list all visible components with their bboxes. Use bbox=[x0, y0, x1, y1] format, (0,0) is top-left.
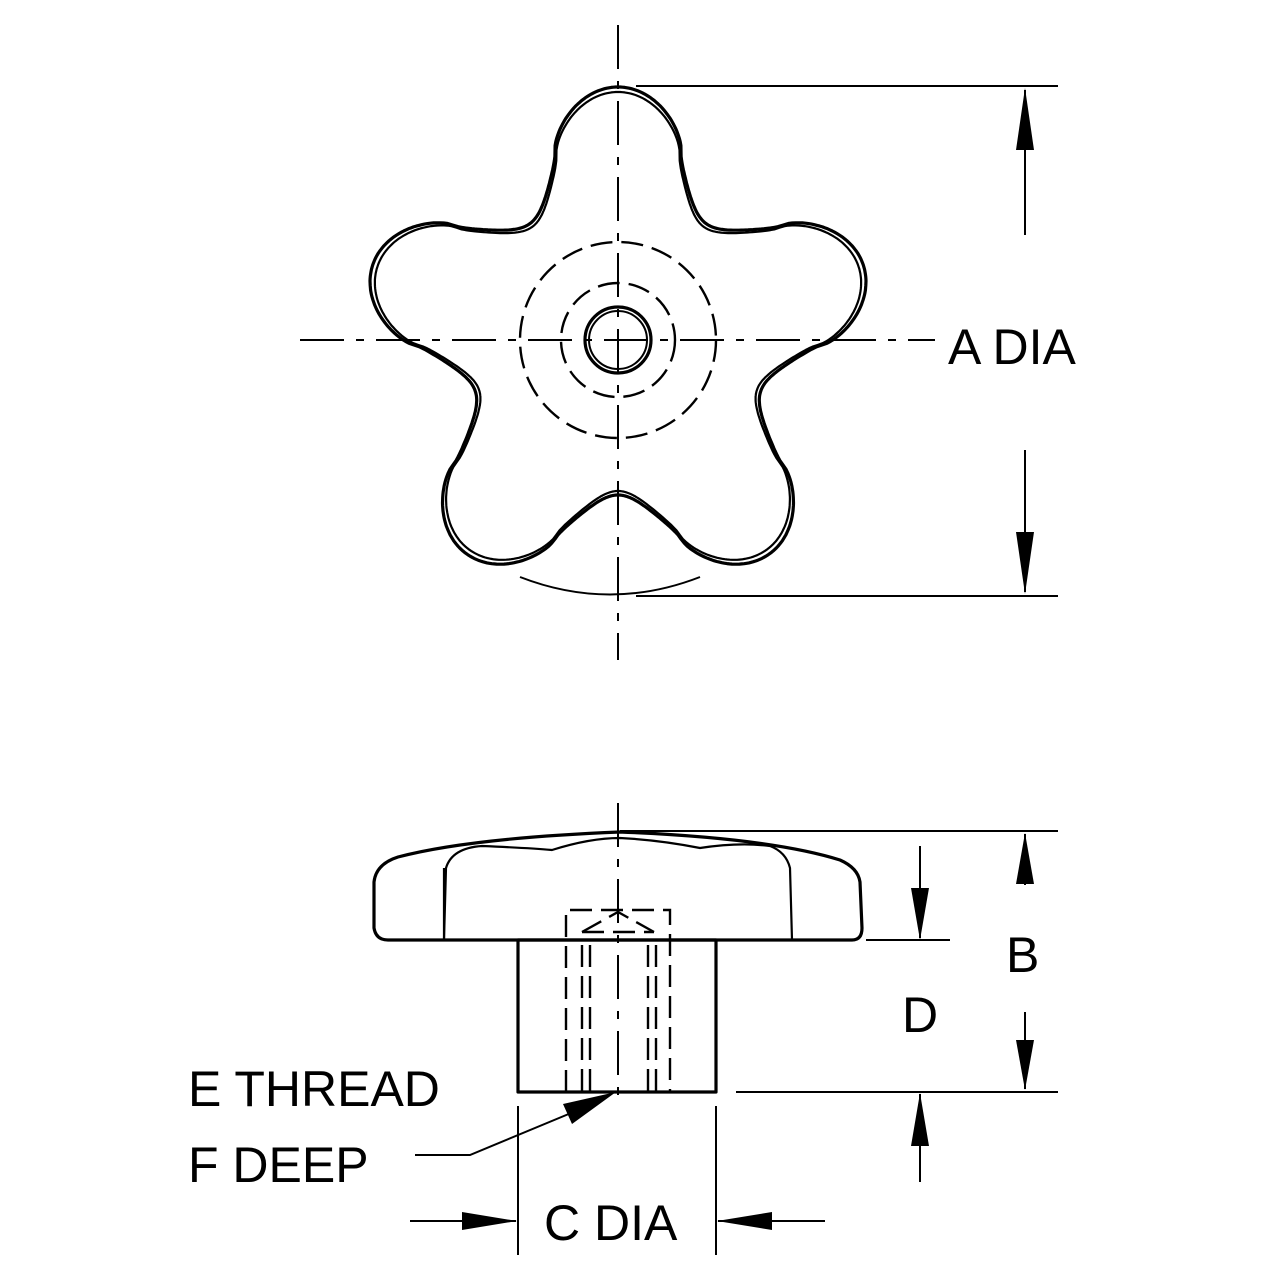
e-thread-label: E THREAD bbox=[188, 1061, 440, 1117]
a-dia-arrow-up bbox=[1016, 88, 1034, 150]
a-dia-arrow-down bbox=[1016, 532, 1034, 594]
c-dia-arrow-right bbox=[462, 1212, 517, 1230]
thread-hole-inner bbox=[588, 310, 648, 370]
d-arrow-down bbox=[911, 888, 929, 940]
knob-head-outline bbox=[372, 830, 864, 942]
hidden-hub-circle bbox=[518, 240, 718, 440]
thread-hole-outer bbox=[583, 305, 653, 375]
hidden-bore-circle bbox=[559, 281, 677, 399]
shank-outline bbox=[516, 938, 718, 1094]
d-label: D bbox=[902, 987, 938, 1043]
d-arrow-up bbox=[911, 1093, 929, 1146]
star-knob-outline bbox=[368, 85, 868, 566]
side-view: B D C DIA E THREAD F DEEP bbox=[188, 803, 1058, 1255]
top-view: A DIA bbox=[300, 25, 1076, 660]
thread-leader-line bbox=[415, 1100, 601, 1156]
hidden-drill-point bbox=[581, 910, 655, 934]
hidden-thread-outline bbox=[564, 908, 672, 1092]
f-deep-label: F DEEP bbox=[188, 1137, 369, 1193]
knob-head-lobe-contour bbox=[442, 836, 794, 941]
b-arrow-up bbox=[1016, 833, 1034, 884]
star-knob-outline-inner bbox=[373, 90, 863, 561]
thread-leader-arrow bbox=[563, 1092, 616, 1124]
c-dia-arrow-left bbox=[717, 1212, 772, 1230]
outer-rim-arc bbox=[519, 576, 701, 596]
a-dia-label: A DIA bbox=[948, 319, 1076, 375]
b-label: B bbox=[1006, 927, 1039, 983]
c-dia-label: C DIA bbox=[544, 1195, 678, 1251]
b-arrow-down bbox=[1016, 1040, 1034, 1090]
